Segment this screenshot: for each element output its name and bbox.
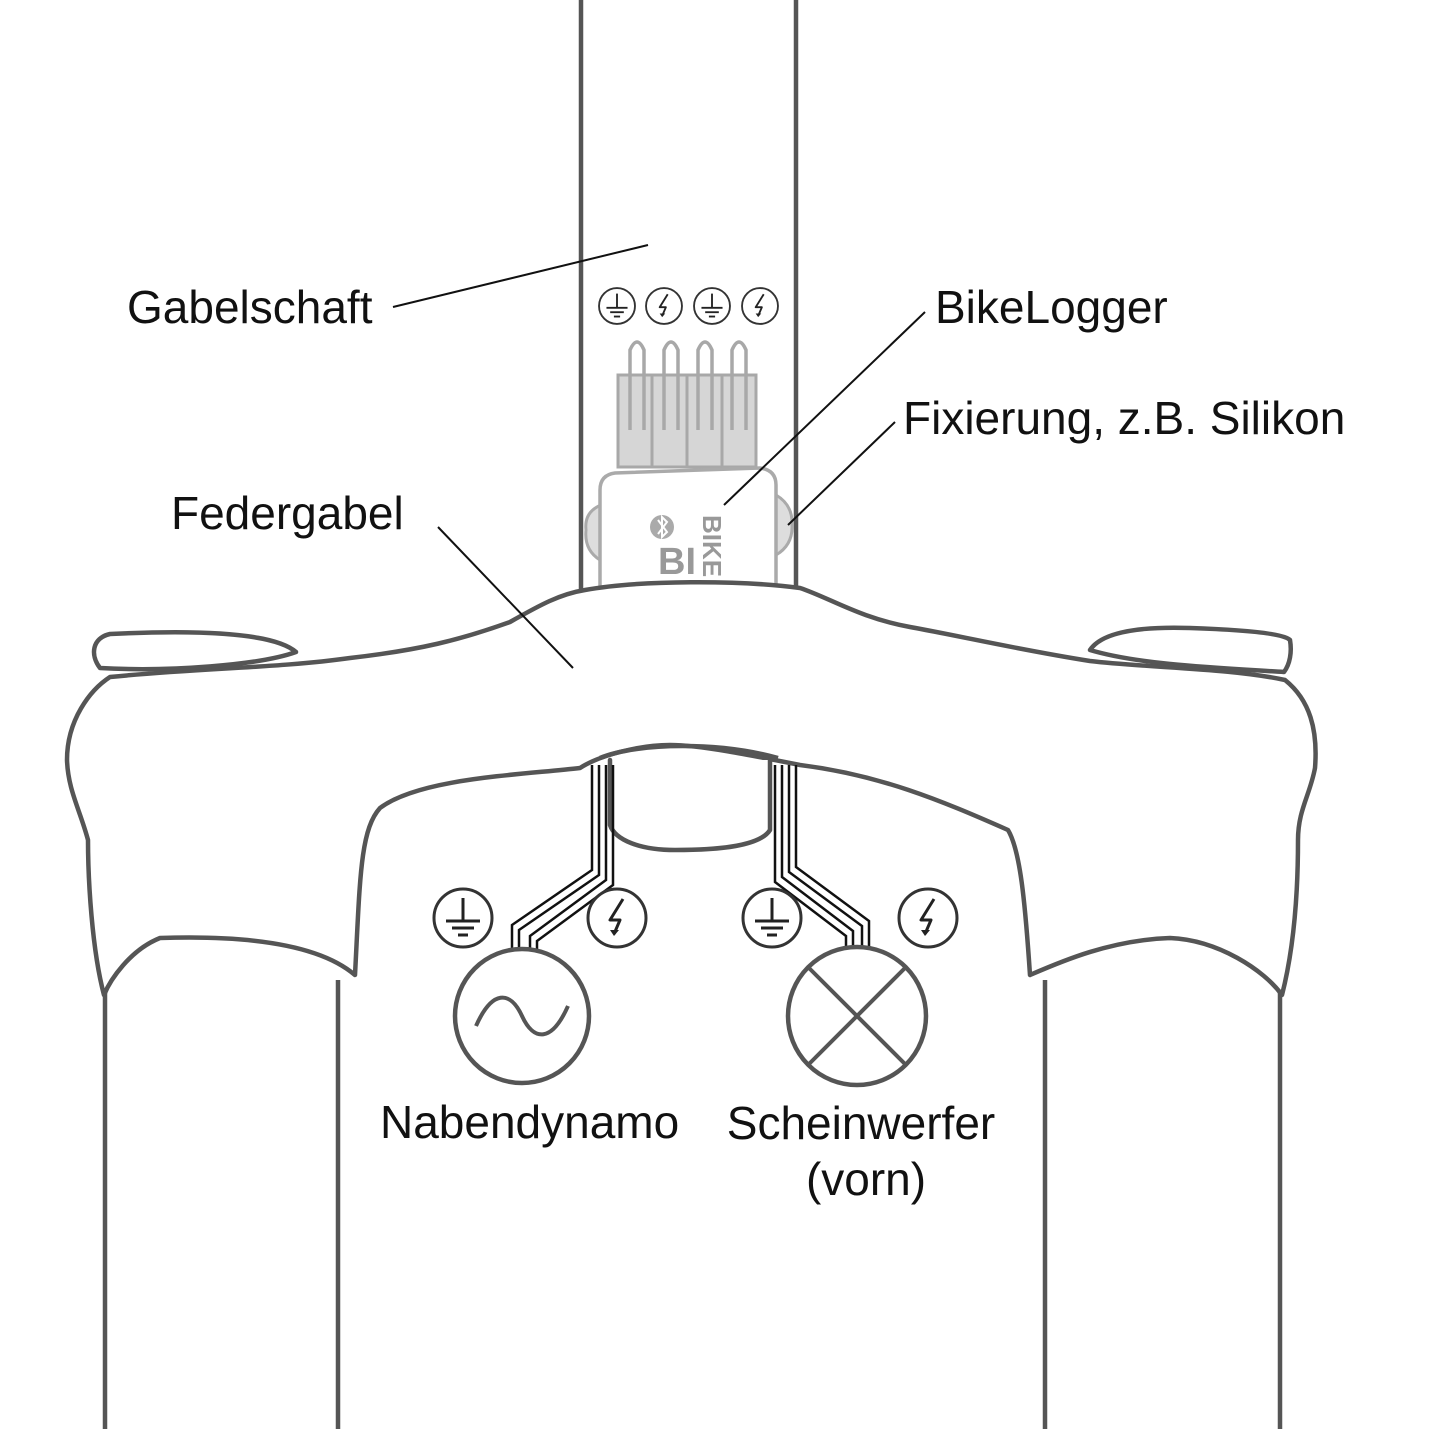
dynamo-lightning-icon (586, 887, 648, 949)
lightning-symbol-icon (741, 287, 779, 325)
wires-headlight (773, 765, 871, 952)
ground-symbol-icon (598, 287, 636, 325)
label-fixierung: Fixierung, z.B. Silikon (903, 392, 1345, 444)
device-front-text: BI (658, 541, 696, 583)
fork-leg-right (1042, 980, 1283, 1429)
bluetooth-icon (650, 514, 674, 540)
fork-leg-left (102, 980, 341, 1429)
ac-generator-icon (452, 946, 592, 1086)
lamp-cross-icon (785, 944, 929, 1088)
logger-pin-symbols (598, 287, 779, 325)
ground-symbol-icon (693, 287, 731, 325)
device-vertical-text: BIKE (697, 515, 727, 577)
label-scheinwerfer: Scheinwerfer (727, 1097, 995, 1149)
dynamo-ground-icon (432, 887, 494, 949)
steerer-tube (578, 0, 799, 590)
leader-lines (392, 244, 926, 669)
bikelogger-device: BI BIKE (598, 466, 778, 592)
headlight-lightning-icon (897, 887, 959, 949)
label-nabendynamo: Nabendynamo (380, 1096, 679, 1148)
label-gabelschaft: Gabelschaft (127, 281, 373, 333)
lightning-symbol-icon (645, 287, 683, 325)
headlight-ground-icon (741, 887, 803, 949)
wires-dynamo (510, 765, 615, 952)
label-federgabel: Federgabel (171, 487, 404, 539)
label-bikelogger: BikeLogger (935, 281, 1168, 333)
silicone-fixation (584, 492, 794, 563)
logger-connector (616, 340, 758, 469)
label-scheinwerfer-vorn: (vorn) (806, 1153, 926, 1205)
fork-crown (64, 579, 1318, 998)
